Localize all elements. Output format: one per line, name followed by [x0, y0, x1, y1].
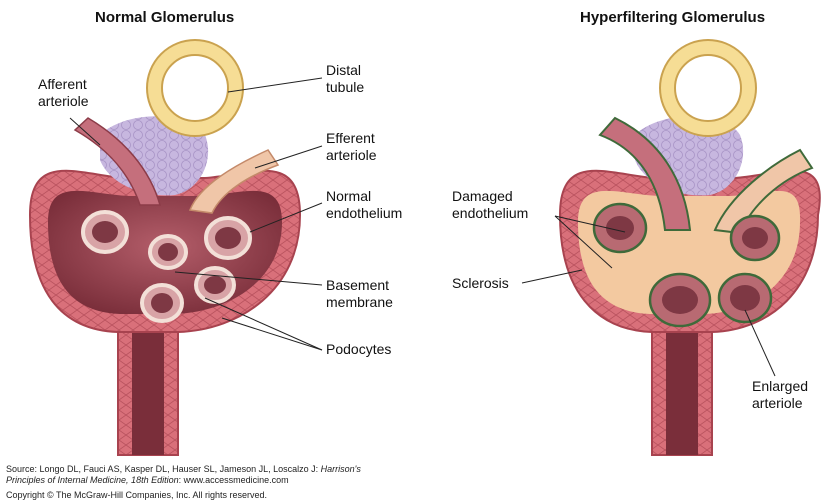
- label-sclerosis: Sclerosis: [452, 275, 509, 292]
- source-citation-line2: Principles of Internal Medicine, 18th Ed…: [6, 475, 289, 486]
- label-podocytes: Podocytes: [326, 341, 391, 358]
- title-normal-glomerulus: Normal Glomerulus: [95, 9, 234, 26]
- copyright-notice: Copyright © The McGraw-Hill Companies, I…: [6, 490, 267, 501]
- title-hyperfiltering-glomerulus: Hyperfiltering Glomerulus: [580, 9, 765, 26]
- source-citation-line1: Source: Longo DL, Fauci AS, Kasper DL, H…: [6, 464, 361, 475]
